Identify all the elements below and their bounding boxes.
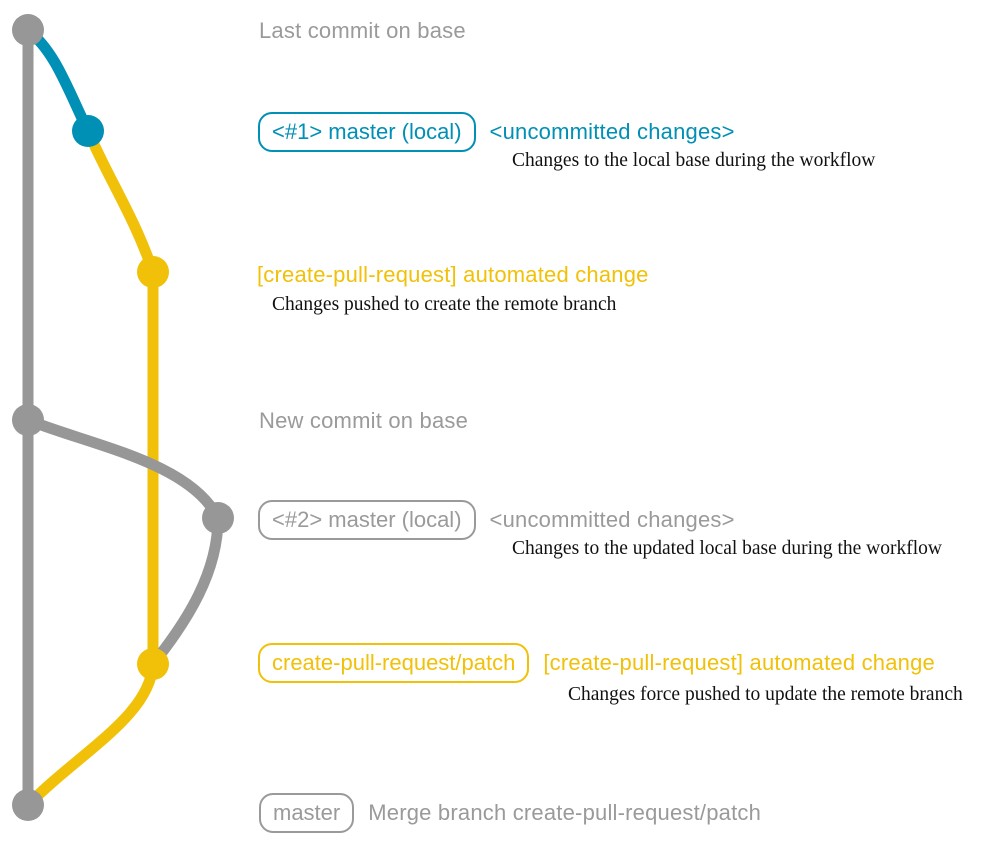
commit-message-automated-2: [create-pull-request] automated change [543,650,935,675]
branch-label-master-local-2: <#2> master (local) [258,500,476,540]
local-changes-1-line [22,24,94,137]
note-uncommitted-2: Changes to the updated local base during… [512,538,942,559]
commit-message-uncommitted-2: <uncommitted changes> [489,507,735,532]
note-automated-2: Changes force pushed to update the remot… [568,684,963,705]
last-commit-caption: Last commit on base [259,18,466,43]
commit-message-automated-1: [create-pull-request] automated change [257,262,649,287]
commit-dot-merge [12,789,44,821]
commit-message-uncommitted-1: <uncommitted changes> [489,119,735,144]
note-uncommitted-1: Changes to the local base during the wor… [512,150,876,171]
commit-message-merge: Merge branch create-pull-request/patch [368,800,762,825]
git-graph [12,14,234,821]
local-changes-2-line [22,414,224,670]
commit-dot-uncommitted-1 [72,115,104,147]
commit-dot-new-base [12,404,44,436]
commit-dot-automated-1 [137,256,169,288]
new-commit-caption: New commit on base [259,408,469,433]
branch-label-master: master [259,793,355,833]
note-automated-1: Changes pushed to create the remote bran… [272,294,617,315]
branch-label-master-local-1: <#1> master (local) [258,112,476,152]
commit-dot-last-base [12,14,44,46]
branch-label-patch: create-pull-request/patch [258,643,530,683]
commit-dot-automated-2 [137,648,169,680]
patch-branch-line [22,125,159,811]
commit-dot-uncommitted-2 [202,502,234,534]
